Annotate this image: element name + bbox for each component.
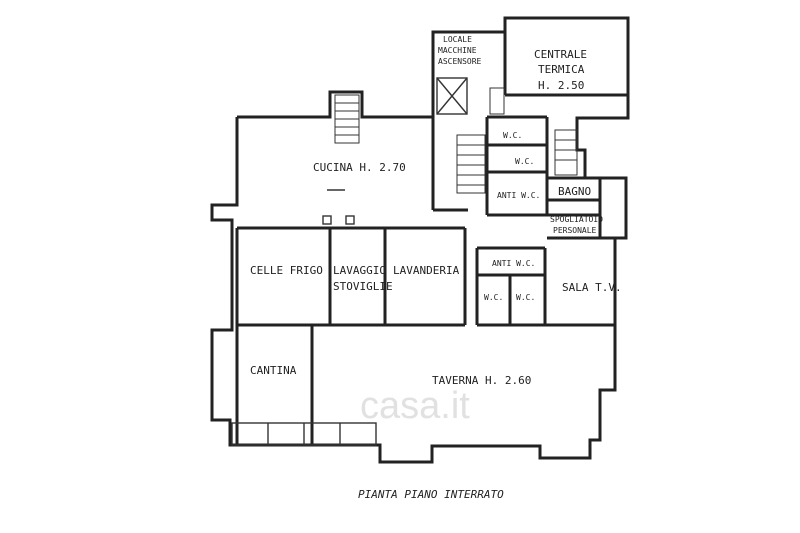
room-label-taverna: TAVERNA H. 2.60 bbox=[432, 374, 531, 387]
room-label-locale: LOCALE bbox=[443, 35, 472, 44]
room-label-bagno: BAGNO bbox=[558, 185, 591, 198]
room-label-wc-3: W.C. bbox=[484, 293, 503, 302]
lift-shaft bbox=[436, 77, 468, 115]
outer-walls bbox=[210, 16, 630, 464]
room-label-wc-2: W.C. bbox=[515, 157, 534, 166]
room-label-celle-frigo: CELLE FRIGO bbox=[250, 264, 323, 277]
room-label-anti-wc-1: ANTI W.C. bbox=[497, 191, 540, 200]
room-label-termica-height: H. 2.50 bbox=[538, 79, 584, 92]
room-label-cantina: CANTINA bbox=[250, 364, 297, 377]
room-label-cucina: CUCINA H. 2.70 bbox=[313, 161, 406, 174]
plan-title: PIANTA PIANO INTERRATO bbox=[358, 488, 504, 501]
room-label-sala-tv: SALA T.V. bbox=[562, 281, 622, 294]
room-label-anti-wc-2: ANTI W.C. bbox=[492, 259, 535, 268]
room-label-lavanderia: LAVANDERIA bbox=[393, 264, 460, 277]
room-label-personale: PERSONALE bbox=[553, 226, 597, 235]
room-label-macchine: MACCHINE bbox=[438, 46, 477, 55]
stairs bbox=[334, 87, 578, 194]
room-label-centrale: CENTRALE bbox=[534, 48, 587, 61]
room-label-ascensore: ASCENSORE bbox=[438, 57, 482, 66]
room-label-stoviglie: STOVIGLIE bbox=[333, 280, 393, 293]
room-label-wc-4: W.C. bbox=[516, 293, 535, 302]
room-label-spogliatoio: SPOGLIATOIO bbox=[550, 215, 603, 224]
window-details bbox=[231, 189, 377, 446]
room-label-wc-1: W.C. bbox=[503, 131, 522, 140]
room-label-termica: TERMICA bbox=[538, 63, 585, 76]
room-label-lavaggio: LAVAGGIO bbox=[333, 264, 386, 277]
watermark: casa.it bbox=[360, 385, 470, 427]
